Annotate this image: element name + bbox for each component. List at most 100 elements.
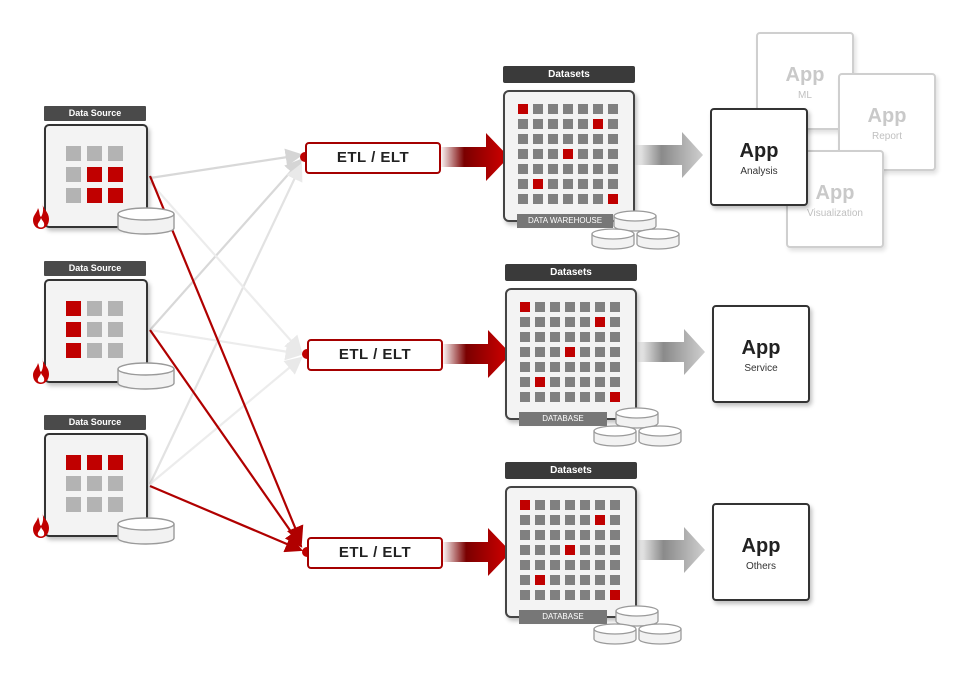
grid-cell [608, 164, 618, 174]
grid-cell [578, 194, 588, 204]
app-title: App [741, 337, 781, 359]
grid-cell [580, 545, 590, 555]
grid-cell [565, 332, 575, 342]
grid-cell [108, 301, 123, 316]
dataset-type-label: DATABASE [519, 412, 607, 426]
grid-cell [595, 500, 605, 510]
grid-cell [108, 322, 123, 337]
grid-cell-highlight [108, 455, 123, 470]
grid-cell [535, 332, 545, 342]
grid-cell [520, 347, 530, 357]
app-title: App [785, 64, 825, 86]
app-subtitle: Others [745, 561, 776, 572]
grid-cell [108, 497, 123, 512]
database-cylinder-icon [636, 228, 680, 250]
grid-cell [593, 194, 603, 204]
grid-cell [550, 560, 560, 570]
grid-cell-highlight [87, 167, 102, 182]
grid-cell [550, 317, 560, 327]
grid-cell [520, 530, 530, 540]
app-title: App [739, 140, 779, 162]
grid-cell [87, 146, 102, 161]
app-card-analysis: App Analysis [710, 108, 808, 206]
etl-box: ETL / ELT [305, 142, 441, 174]
grid-cell-highlight [520, 302, 530, 312]
app-subtitle: Visualization [807, 208, 863, 219]
grid-cell [580, 332, 590, 342]
grid-cell [595, 575, 605, 585]
grid-cell [550, 332, 560, 342]
grid-cell [535, 560, 545, 570]
grid-cell-highlight [108, 188, 123, 203]
grid-cell [610, 332, 620, 342]
source-grid [66, 146, 123, 203]
app-subtitle: Report [871, 131, 902, 142]
grid-cell-highlight [595, 317, 605, 327]
grid-cell [593, 134, 603, 144]
grid-cell [580, 530, 590, 540]
grid-cell [565, 377, 575, 387]
grid-cell-highlight [520, 500, 530, 510]
grid-cell [66, 146, 81, 161]
source-grid [66, 301, 123, 358]
grid-cell [578, 134, 588, 144]
grid-cell [548, 149, 558, 159]
grid-cell [565, 317, 575, 327]
grid-cell [608, 134, 618, 144]
grid-cell [610, 515, 620, 525]
grid-cell [578, 164, 588, 174]
grid-cell [595, 545, 605, 555]
grid-cell [593, 179, 603, 189]
grid-cell [550, 530, 560, 540]
data-source-header: Data Source [44, 106, 146, 121]
grid-cell [535, 317, 545, 327]
grid-cell [66, 167, 81, 182]
grid-cell [548, 119, 558, 129]
grid-cell [610, 362, 620, 372]
grid-cell [533, 194, 543, 204]
grid-cell [87, 497, 102, 512]
grid-cell [520, 362, 530, 372]
data-source-card [44, 279, 148, 383]
grid-cell [535, 515, 545, 525]
dataset-type-label: DATABASE [519, 610, 607, 624]
dataset-grid [518, 104, 618, 204]
grid-cell [578, 119, 588, 129]
database-cylinder-icon [593, 425, 637, 447]
grid-cell [595, 590, 605, 600]
grid-cell [520, 377, 530, 387]
grid-cell [595, 560, 605, 570]
grid-cell [520, 560, 530, 570]
grid-cell [520, 515, 530, 525]
grid-cell [87, 476, 102, 491]
grid-cell [535, 590, 545, 600]
app-subtitle: ML [798, 90, 812, 101]
dataset-grid [520, 500, 620, 600]
grid-cell [518, 149, 528, 159]
database-cylinder-icon [615, 605, 659, 627]
grid-cell [565, 392, 575, 402]
grid-cell [563, 179, 573, 189]
grid-cell-highlight [593, 119, 603, 129]
grid-cell [610, 302, 620, 312]
grid-cell-highlight [608, 194, 618, 204]
grid-cell [610, 500, 620, 510]
grid-cell [550, 545, 560, 555]
grid-cell [87, 343, 102, 358]
grid-cell [518, 164, 528, 174]
grid-cell [533, 104, 543, 114]
grid-cell [535, 545, 545, 555]
grid-cell-highlight [66, 343, 81, 358]
grid-cell-highlight [610, 392, 620, 402]
grid-cell [595, 347, 605, 357]
database-cylinder-icon [591, 228, 635, 250]
grid-cell [578, 149, 588, 159]
app-subtitle: Service [744, 363, 778, 374]
grid-cell-highlight [610, 590, 620, 600]
grid-cell [535, 530, 545, 540]
database-cylinder-icon [613, 210, 657, 232]
grid-cell [565, 302, 575, 312]
grid-cell [563, 104, 573, 114]
grid-cell [66, 476, 81, 491]
grid-cell [520, 392, 530, 402]
